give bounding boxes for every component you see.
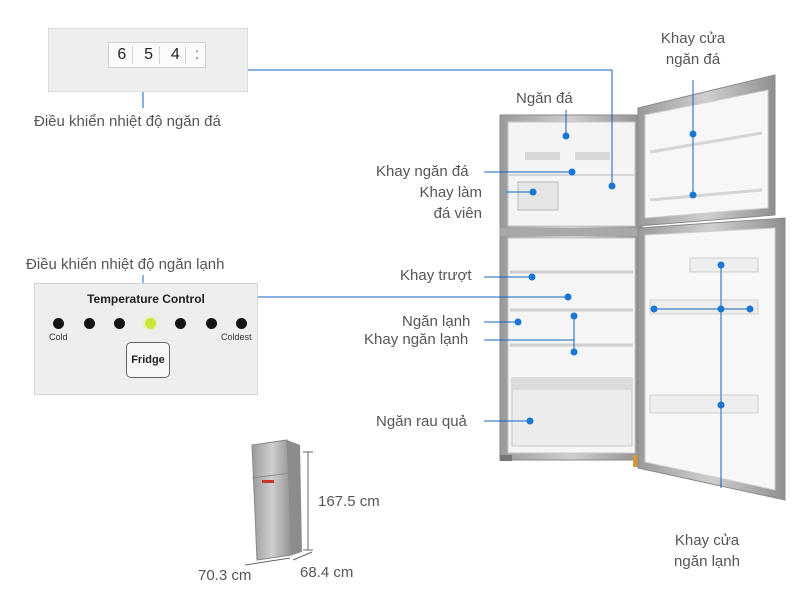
label-sliding-shelf: Khay trượt (400, 267, 472, 284)
temperature-level-dot (53, 318, 64, 329)
temperature-level-dot (114, 318, 125, 329)
ice-maker-tray (517, 181, 559, 211)
ice-digit: 5 (139, 46, 160, 64)
label-vegetable-drawer: Ngăn rau quả (376, 413, 467, 430)
cold-label: Cold (49, 332, 68, 342)
label-freezer-door-tray-line1: Khay cửa (660, 30, 726, 47)
temperature-level-dot (236, 318, 247, 329)
label-fridge-shelf: Khay ngăn lạnh (364, 331, 469, 348)
label-ice-maker-line1: Khay làm (419, 184, 482, 201)
dimension-width: 70.3 cm (198, 567, 252, 584)
label-fridge-compartment: Ngăn lạnh (402, 313, 471, 330)
leader-lines (142, 69, 750, 488)
coldest-label: Coldest (221, 332, 252, 342)
ice-control-label: Điều khiển nhiệt độ ngăn đá (34, 113, 221, 130)
label-freezer: Ngăn đá (516, 90, 573, 107)
ice-digit: : (194, 46, 200, 63)
ice-digit: 4 (165, 46, 187, 64)
fridge-button[interactable]: Fridge (126, 342, 170, 378)
panel-title: Temperature Control (87, 292, 205, 306)
label-fridge-door-tray-line1: Khay cửa (674, 532, 740, 549)
dimension-depth: 68.4 cm (300, 564, 354, 581)
label-freezer-shelf: Khay ngăn đá (376, 163, 469, 180)
temperature-level-dot-active (144, 318, 156, 329)
temperature-level-dot (83, 318, 95, 329)
fridge-control-panel: Temperature Control Cold Coldest Fridge (34, 283, 258, 395)
temperature-level-dot (175, 318, 186, 329)
label-ice-maker-line2: đá viên (433, 205, 482, 222)
ice-temperature-display: 6 5 4 : (108, 42, 206, 68)
temperature-level-dot (205, 318, 217, 329)
leader-dots (514, 130, 754, 425)
ice-digit: 6 (112, 46, 133, 64)
fridge-control-label: Điều khiển nhiệt độ ngăn lạnh (26, 256, 225, 273)
label-fridge-door-tray-line2: ngăn lạnh (674, 553, 740, 570)
label-freezer-door-tray-line2: ngăn đá (665, 51, 721, 68)
fridge-thumbnail (251, 439, 293, 561)
dimension-height: 167.5 cm (318, 493, 380, 510)
